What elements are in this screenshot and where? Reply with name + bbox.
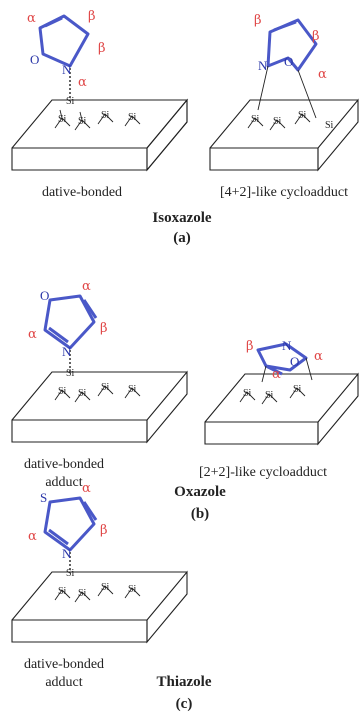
silicon-slab-a-right: [209, 98, 359, 172]
svg-text:Si: Si: [66, 96, 75, 107]
molecule-name-oxazole: Oxazole: [174, 484, 226, 500]
svg-text:β: β: [246, 339, 254, 354]
svg-text:O: O: [40, 288, 49, 303]
caption-dative-bonded-b: dative-bonded: [24, 457, 104, 472]
surface-si-atoms-b-right: Si Si Si: [239, 384, 306, 405]
svg-text:N: N: [62, 546, 72, 561]
svg-text:Si: Si: [128, 584, 137, 595]
svg-text:O: O: [284, 54, 293, 69]
svg-text:Si: Si: [78, 588, 87, 599]
surface-si-atoms-c: Si Si Si Si Si: [54, 568, 141, 603]
svg-text:α: α: [78, 75, 87, 90]
svg-text:β: β: [254, 13, 262, 28]
thiazole-ring-dative: S N α α β: [28, 481, 108, 561]
svg-text:S: S: [40, 490, 47, 505]
svg-text:Si: Si: [101, 582, 110, 593]
svg-text:Si: Si: [293, 384, 302, 395]
molecule-name-thiazole: Thiazole: [157, 674, 212, 690]
svg-text:Si: Si: [273, 116, 282, 127]
svg-text:β: β: [312, 29, 320, 44]
silicon-slab-a-left: [11, 98, 189, 172]
svg-text:β: β: [88, 9, 96, 24]
svg-text:N: N: [62, 62, 72, 77]
oxazole-ring-cycloadduct: N O β α α: [246, 338, 323, 383]
svg-text:Si: Si: [298, 110, 307, 121]
silicon-slab-c: [11, 570, 188, 644]
svg-text:Si: Si: [58, 114, 67, 125]
surface-si-atoms-a-left: Si Si Si Si Si: [54, 96, 141, 131]
caption-cycloadduct-a: [4+2]-like cycloadduct: [220, 185, 348, 200]
panel-label-c: (c): [176, 696, 193, 712]
isoxazole-ring-cycloadduct: N O β β α: [254, 13, 327, 119]
svg-text:Si: Si: [101, 382, 110, 393]
svg-text:Si: Si: [66, 568, 75, 579]
svg-text:Si: Si: [265, 390, 274, 401]
svg-text:α: α: [82, 279, 91, 294]
svg-text:Si: Si: [101, 110, 110, 121]
molecule-name-isoxazole: Isoxazole: [152, 210, 212, 226]
svg-text:Si: Si: [66, 368, 75, 379]
svg-text:Si: Si: [58, 586, 67, 597]
svg-text:Si: Si: [128, 384, 137, 395]
silicon-slab-b-left: [11, 370, 188, 444]
surface-si-atoms-a-right: Si Si Si Si: [247, 110, 334, 131]
svg-text:N: N: [62, 344, 72, 359]
oxazole-ring-dative: O N α α β: [28, 279, 108, 359]
svg-text:Si: Si: [58, 386, 67, 397]
caption-dative-bonded-a: dative-bonded: [42, 185, 122, 200]
svg-text:Si: Si: [251, 114, 260, 125]
caption-adduct-c: adduct: [45, 675, 82, 690]
caption-dative-bonded-c: dative-bonded: [24, 657, 104, 672]
svg-text:β: β: [98, 41, 106, 56]
svg-text:Si: Si: [78, 116, 87, 127]
svg-text:α: α: [28, 529, 37, 544]
svg-text:α: α: [27, 11, 36, 26]
isoxazole-ring-dative: O N α β β α: [27, 9, 106, 90]
panel-label-a: (a): [173, 230, 191, 246]
svg-text:α: α: [314, 349, 323, 364]
svg-text:N: N: [282, 338, 292, 353]
svg-text:α: α: [318, 67, 327, 82]
svg-text:α: α: [28, 327, 37, 342]
caption-cycloadduct-b: [2+2]-like cycloadduct: [199, 465, 327, 480]
svg-text:α: α: [272, 367, 281, 382]
svg-text:N: N: [258, 58, 268, 73]
svg-text:O: O: [290, 354, 299, 369]
svg-text:Si: Si: [128, 112, 137, 123]
svg-text:β: β: [100, 523, 108, 538]
svg-text:β: β: [100, 321, 108, 336]
svg-text:Si: Si: [78, 388, 87, 399]
svg-text:Si: Si: [243, 388, 252, 399]
svg-text:Si: Si: [325, 120, 334, 131]
surface-si-atoms-b-left: Si Si Si Si Si: [54, 368, 141, 403]
svg-text:O: O: [30, 52, 39, 67]
panel-label-b: (b): [191, 506, 209, 522]
caption-adduct-b: adduct: [45, 475, 82, 490]
svg-text:α: α: [82, 481, 91, 496]
silicon-slab-b-right: [204, 372, 359, 446]
